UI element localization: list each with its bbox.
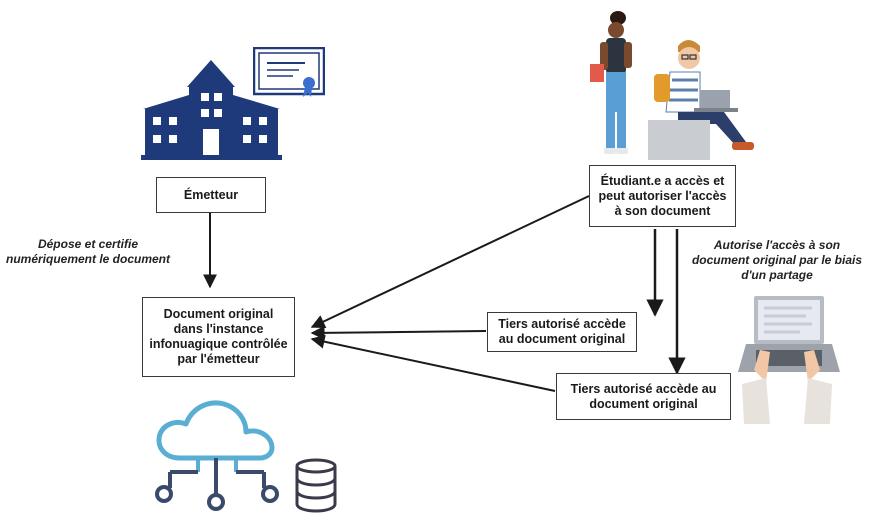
arrow-tiers1-to-document <box>310 325 487 340</box>
box-document-original: Document original dans l'instance infonu… <box>142 297 295 377</box>
certificate-icon <box>253 47 325 97</box>
students-illustration <box>590 11 754 160</box>
arrow-etudiant-to-document <box>310 195 590 328</box>
box-tiers-2: Tiers autorisé accède au document origin… <box>556 373 731 420</box>
cloud-network-icon <box>155 400 279 511</box>
note-autorise: Autorise l'accès à son document original… <box>691 238 863 282</box>
laptop-typing-icon <box>738 296 840 424</box>
box-emetteur: Émetteur <box>156 177 266 213</box>
box-tiers-1: Tiers autorisé accède au document origin… <box>487 312 637 352</box>
note-depose: Dépose et certifie numériquement le docu… <box>5 237 171 266</box>
database-icon <box>295 458 337 513</box>
arrow-tiers2-to-document <box>310 334 556 392</box>
box-etudiant: Étudiant.e a accès et peut autoriser l'a… <box>589 165 736 227</box>
school-building-icon <box>141 60 282 160</box>
